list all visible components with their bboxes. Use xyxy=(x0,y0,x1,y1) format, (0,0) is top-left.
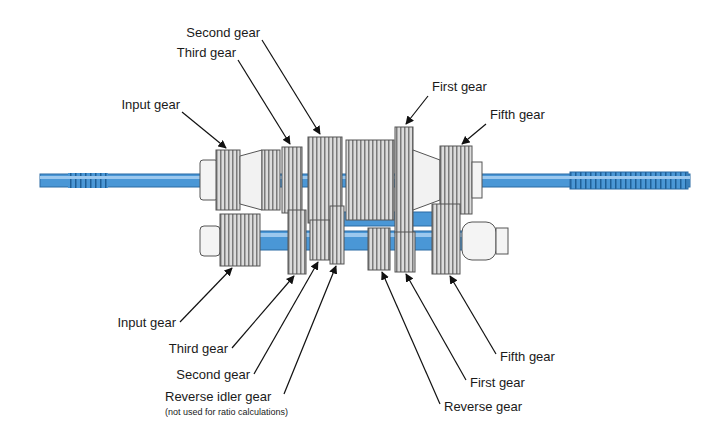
part-label: First gear xyxy=(470,376,525,391)
part-label: First gear xyxy=(432,80,487,95)
leader-line xyxy=(180,268,232,322)
gear xyxy=(395,127,413,233)
leader-line xyxy=(238,60,290,144)
gear xyxy=(310,220,330,260)
gear xyxy=(216,150,240,210)
shaft-spline xyxy=(68,173,108,188)
part-label: Fifth gear xyxy=(490,108,545,123)
part-label: Fifth gear xyxy=(500,350,555,365)
bearing xyxy=(200,160,218,200)
part-label: Second gear xyxy=(186,26,260,41)
leader-line xyxy=(262,40,320,134)
part-label: Third gear xyxy=(177,46,236,61)
leader-line xyxy=(406,274,466,380)
gear xyxy=(220,214,260,266)
gear xyxy=(282,147,302,213)
leader-line xyxy=(182,112,226,148)
part-label: Second gear xyxy=(176,368,250,383)
leader-line xyxy=(284,266,336,394)
note-label: (not used for ratio calculations) xyxy=(165,407,288,417)
shaft-spline xyxy=(570,172,688,189)
gear xyxy=(432,204,460,274)
part-label: Input gear xyxy=(117,316,176,331)
idler-gear xyxy=(330,206,344,264)
synchro-cone xyxy=(240,150,262,210)
part-label: Third gear xyxy=(169,342,228,357)
gear xyxy=(395,232,415,272)
part-label: Input gear xyxy=(121,98,180,113)
leader-line xyxy=(232,276,294,348)
gear xyxy=(288,210,306,274)
gear xyxy=(368,228,390,270)
bearing xyxy=(462,222,496,260)
synchronizer xyxy=(346,140,394,220)
bearing xyxy=(472,162,482,198)
leader-line xyxy=(462,124,486,144)
leader-line xyxy=(382,272,440,404)
bearing xyxy=(200,226,220,256)
leader-line xyxy=(406,96,428,124)
bearing xyxy=(496,228,508,254)
leader-line xyxy=(450,276,496,354)
synchro-cone xyxy=(413,150,440,210)
part-label: Reverse gear xyxy=(444,400,522,415)
counter-shaft-gears xyxy=(200,204,508,274)
leader-line xyxy=(254,262,318,374)
part-label: Reverse idler gear xyxy=(165,390,271,405)
gear xyxy=(262,150,280,210)
